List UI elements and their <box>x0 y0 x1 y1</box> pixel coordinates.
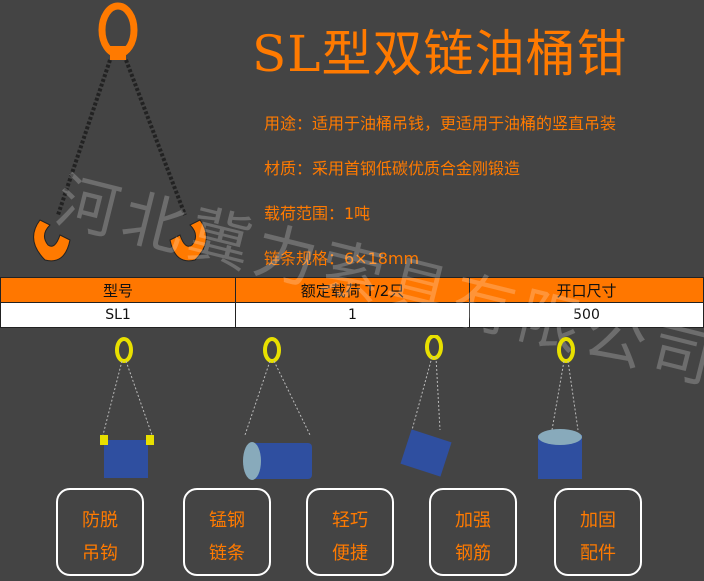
feature-anti-drop-hook: 防脱吊钩 <box>56 488 144 576</box>
illustration-3 <box>400 335 452 477</box>
header-opening: 开口尺寸 <box>469 277 704 303</box>
header-model: 型号 <box>0 277 236 303</box>
illustration-2 <box>243 337 312 480</box>
load-text: 载荷范围：1吨 <box>264 204 371 223</box>
table-row: SL1 1 500 <box>0 302 704 328</box>
usage-illustrations <box>100 335 582 480</box>
material-text: 材质：采用首钢低碳优质合金刚锻造 <box>264 159 521 178</box>
header-load: 额定载荷 T/2只 <box>235 277 470 303</box>
illustration-4 <box>538 337 582 479</box>
cell-model: SL1 <box>0 302 236 328</box>
chain-text: 链条规格：6×18mm <box>264 249 420 268</box>
product-image <box>33 2 207 262</box>
feature-fittings: 加固配件 <box>554 488 642 576</box>
feature-manganese-chain: 锰钢链条 <box>183 488 271 576</box>
table-header: 型号 额定载荷 T/2只 开口尺寸 <box>0 277 704 303</box>
illustration-1 <box>100 337 154 478</box>
usage-text: 用途：适用于油桶吊钱，更适用于油桶的竖直吊装 <box>264 114 617 133</box>
feature-lightweight: 轻巧便捷 <box>306 488 394 576</box>
cell-load: 1 <box>235 302 470 328</box>
spec-table: 型号 额定载荷 T/2只 开口尺寸 SL1 1 500 <box>0 277 704 328</box>
cell-opening: 500 <box>469 302 704 328</box>
page-title: SL型双链油桶钳 <box>252 25 628 83</box>
feature-reinforced: 加强钢筋 <box>429 488 517 576</box>
